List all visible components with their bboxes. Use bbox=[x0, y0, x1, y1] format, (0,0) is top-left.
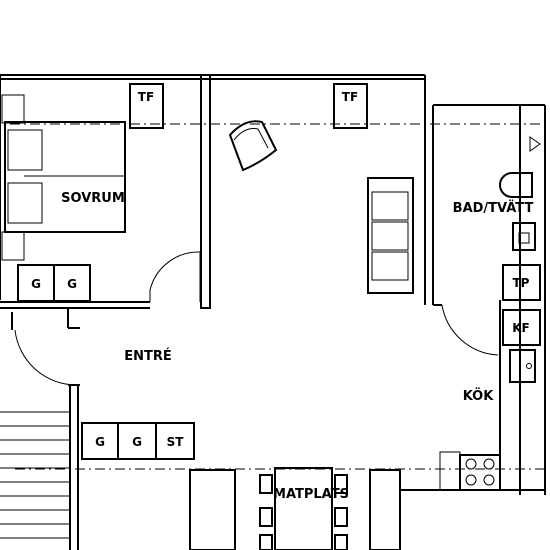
tf-box-left bbox=[129, 83, 164, 129]
tf-box-right bbox=[333, 83, 368, 129]
fridge-freezer-box bbox=[502, 309, 541, 346]
nightstand-top bbox=[1, 94, 25, 124]
hall-label: ENTRÉ bbox=[124, 348, 172, 364]
stove bbox=[459, 454, 501, 491]
wardrobe-b-label: G bbox=[67, 277, 77, 291]
wardrobe-a-label: G bbox=[31, 277, 41, 291]
pillow-top bbox=[7, 129, 43, 171]
bathroom-fixtures bbox=[499, 136, 541, 251]
shower-marker bbox=[529, 136, 541, 152]
dining-label: MATPLATS bbox=[273, 487, 349, 502]
washbasin bbox=[512, 222, 536, 251]
hall-wardrobe-a-label: G bbox=[95, 435, 105, 449]
tf-right-label: TF bbox=[342, 90, 358, 104]
doors bbox=[14, 251, 499, 386]
hall-wardrobe-b-label: G bbox=[132, 435, 142, 449]
staircase bbox=[0, 411, 70, 539]
bedroom-furniture: G G bbox=[1, 94, 126, 302]
armchair bbox=[228, 120, 278, 172]
dryer-label: TP bbox=[513, 276, 530, 290]
dryer-box bbox=[502, 264, 541, 301]
kitchen-label: KÖK bbox=[463, 388, 495, 404]
fridge-freezer-label: KF bbox=[512, 321, 530, 335]
nightstand-bottom bbox=[1, 231, 25, 261]
bedroom-label: SOVRUM bbox=[61, 191, 125, 206]
double-bed bbox=[4, 121, 126, 233]
tf-left-label: TF bbox=[138, 90, 154, 104]
pillow-bottom bbox=[7, 182, 43, 224]
sofa bbox=[367, 177, 414, 294]
dining-table bbox=[259, 467, 348, 550]
kitchen-sink bbox=[509, 349, 536, 383]
hall-storage-label: ST bbox=[167, 435, 185, 449]
toilet bbox=[499, 172, 533, 198]
hall-storage bbox=[155, 422, 195, 460]
wardrobe-b bbox=[53, 264, 91, 302]
bath-laundry-label: BAD/TVÄTT bbox=[453, 200, 534, 216]
